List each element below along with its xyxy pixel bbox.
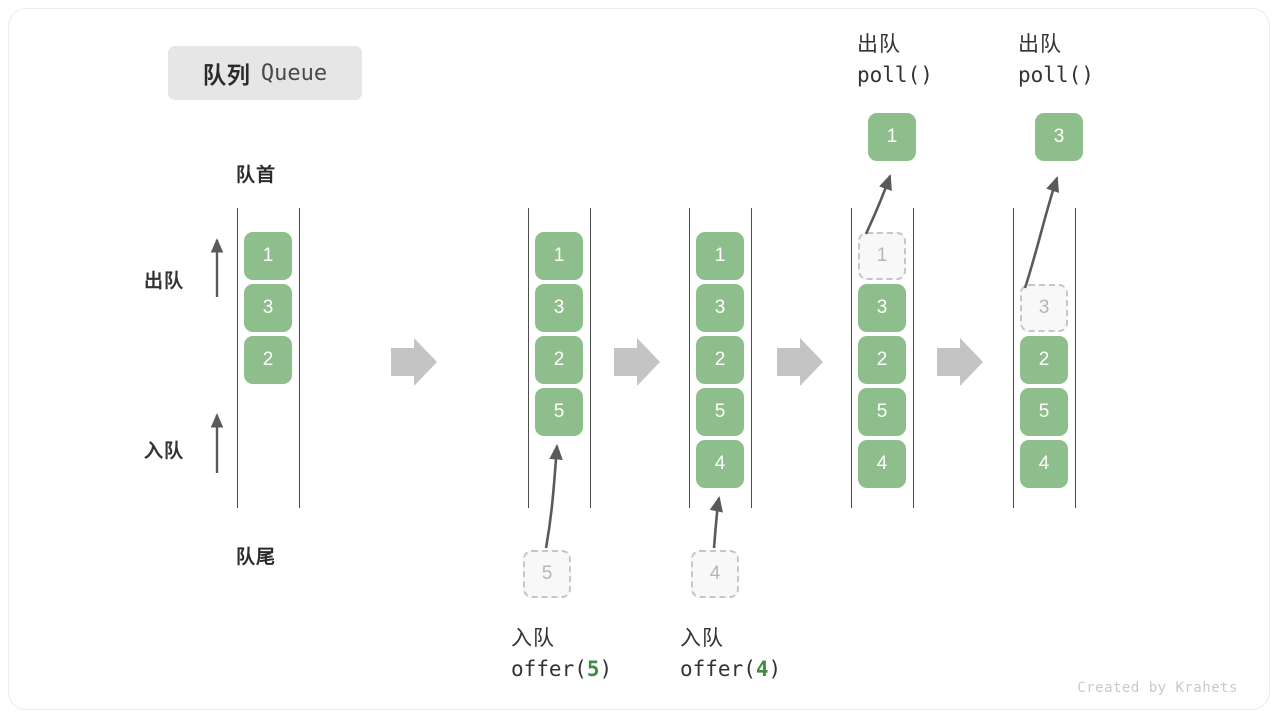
queue-rail-left (528, 208, 529, 508)
dequeue-direction-label: 出队 (144, 271, 185, 292)
queue-rail-right (913, 208, 914, 508)
queue-slot: 5 (535, 388, 583, 436)
operation-caption-offer-5: 入队 offer(5) (511, 622, 612, 681)
queue-rail-left (689, 208, 690, 508)
enqueue-direction-label: 入队 (144, 441, 185, 462)
queue-column-poll-3: 3 2 5 4 (1013, 208, 1076, 508)
queue-tail-label: 队尾 (236, 547, 277, 568)
operation-code: poll() (857, 63, 933, 87)
queue-slot: 4 (1020, 440, 1068, 488)
queue-column-offer-4: 1 3 2 5 4 (689, 208, 752, 508)
operation-caption-offer-4: 入队 offer(4) (680, 622, 781, 681)
queue-rail-left (1013, 208, 1014, 508)
popped-element-3: 3 (1035, 113, 1083, 161)
operation-code-prefix: offer( (680, 657, 756, 681)
queue-slot: 4 (858, 440, 906, 488)
operation-code: poll() (1018, 63, 1094, 87)
operation-code-suffix: ) (768, 657, 782, 681)
queue-head-label: 队首 (236, 165, 277, 186)
operation-caption-poll-1: 出队 poll() (857, 28, 933, 87)
queue-slot: 1 (244, 232, 292, 280)
popped-element-1: 1 (868, 113, 916, 161)
title-chinese: 队列 (202, 62, 251, 88)
title-english: Queue (260, 60, 328, 86)
operation-code: offer(4) (680, 657, 781, 681)
queue-slot-removed: 3 (1020, 284, 1068, 332)
diagram-title-chip: 队列 Queue (168, 46, 362, 100)
operation-code-arg: 4 (755, 657, 769, 681)
queue-slot: 5 (1020, 388, 1068, 436)
incoming-element-5: 5 (523, 550, 571, 598)
operation-label-cn: 出队 (1018, 33, 1062, 56)
operation-code: offer(5) (511, 657, 612, 681)
queue-column-initial: 1 3 2 (237, 208, 300, 508)
queue-rail-left (851, 208, 852, 508)
queue-slot: 2 (535, 336, 583, 384)
queue-column-poll-1: 1 3 2 5 4 (851, 208, 914, 508)
queue-slot: 2 (1020, 336, 1068, 384)
queue-slot: 3 (858, 284, 906, 332)
watermark: Created by Krahets (1077, 680, 1238, 696)
operation-code-suffix: ) (599, 657, 613, 681)
operation-label-cn: 入队 (511, 627, 555, 650)
queue-slot: 2 (858, 336, 906, 384)
queue-slot: 2 (244, 336, 292, 384)
queue-slot: 4 (696, 440, 744, 488)
operation-caption-poll-3: 出队 poll() (1018, 28, 1094, 87)
queue-column-offer-5: 1 3 2 5 (528, 208, 591, 508)
incoming-element-4: 4 (691, 550, 739, 598)
queue-rail-left (237, 208, 238, 508)
queue-rail-right (299, 208, 300, 508)
queue-slot: 2 (696, 336, 744, 384)
queue-slot: 1 (696, 232, 744, 280)
queue-rail-right (590, 208, 591, 508)
diagram-card (8, 8, 1270, 710)
queue-slot: 5 (858, 388, 906, 436)
queue-slot: 3 (535, 284, 583, 332)
queue-slot-removed: 1 (858, 232, 906, 280)
queue-rail-right (1075, 208, 1076, 508)
operation-label-cn: 入队 (680, 627, 724, 650)
queue-slot: 3 (696, 284, 744, 332)
operation-code-arg: 5 (586, 657, 600, 681)
operation-code-prefix: offer( (511, 657, 587, 681)
queue-slot: 1 (535, 232, 583, 280)
queue-slot: 3 (244, 284, 292, 332)
queue-rail-right (751, 208, 752, 508)
operation-label-cn: 出队 (857, 33, 901, 56)
queue-slot: 5 (696, 388, 744, 436)
